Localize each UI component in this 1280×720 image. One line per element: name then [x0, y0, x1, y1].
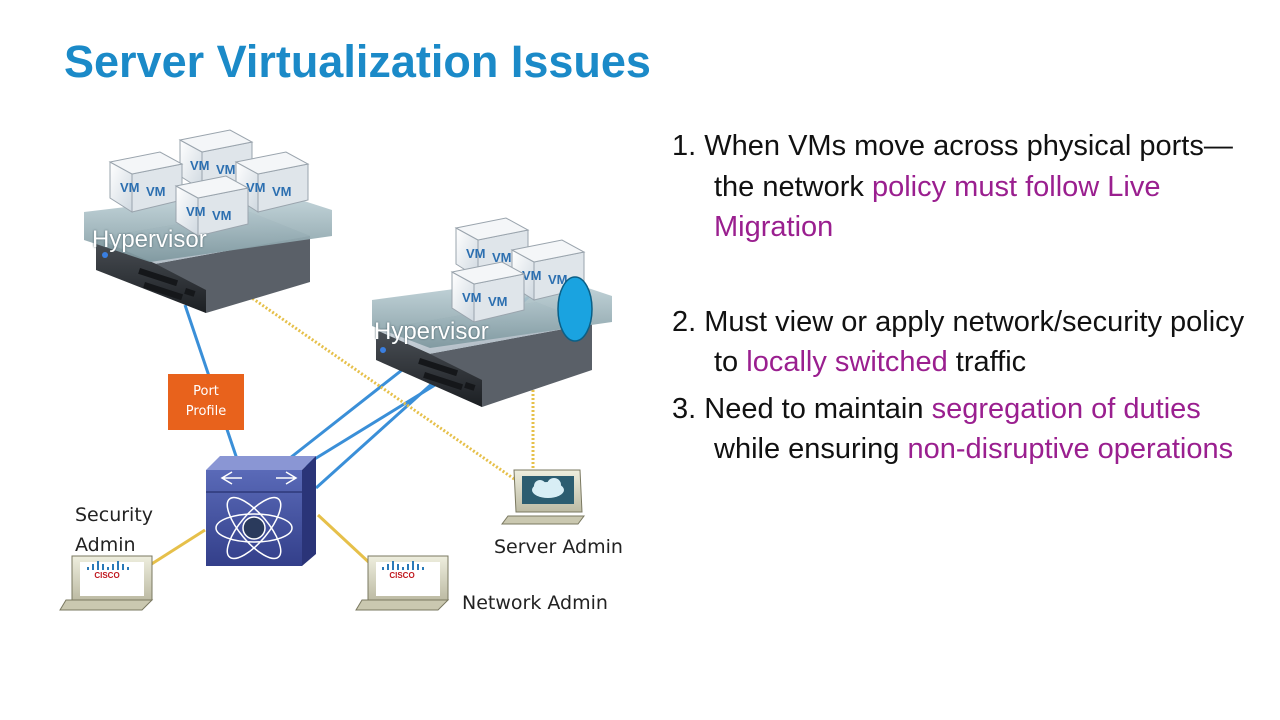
issue-3-highlight-1: segregation of duties — [931, 392, 1201, 425]
slide-title: Server Virtualization Issues — [64, 36, 651, 87]
cisco-logo-bar — [107, 567, 109, 570]
issue-2-number: 2. — [672, 305, 697, 338]
network-switch — [206, 456, 316, 566]
issue-2-highlight: locally switched — [746, 346, 948, 378]
vm-label: VM — [466, 246, 486, 261]
issues-list: 1. When VMs move across physical ports—t… — [672, 126, 1272, 470]
cisco-logo-bar — [407, 564, 409, 570]
cisco-logo-bar — [117, 561, 119, 570]
issue-3: 3. Need to maintain segregation of dutie… — [672, 389, 1272, 470]
cisco-logo-bar — [397, 564, 399, 570]
vm-label: VM — [548, 272, 568, 287]
cisco-logo-bar — [102, 564, 104, 570]
issue-1-text: When VMs move across physical ports—the … — [704, 130, 1233, 203]
hypervisor-1-label: Hypervisor — [92, 226, 207, 252]
vm-label: VM — [190, 158, 210, 173]
vm-cube: VM VM — [174, 175, 250, 237]
vm-label: VM — [146, 184, 166, 199]
issue-2: 2. Must view or apply network/security p… — [672, 302, 1272, 383]
cisco-logo-text: CISCO — [94, 571, 119, 580]
vm-label: VM — [492, 250, 512, 265]
issue-1: 1. When VMs move across physical ports—t… — [672, 126, 1272, 248]
vm-cube: VM VM — [450, 261, 526, 323]
virtual-machines: VM VM VM VM VM VM VM VM VM VM VM VM VM VM — [108, 129, 586, 323]
blue-link — [299, 383, 436, 470]
cisco-logo: CISCO — [382, 561, 424, 580]
issue-3-number: 3. — [672, 392, 697, 425]
cisco-logo-bar — [122, 564, 124, 570]
vm-label: VM — [186, 204, 206, 219]
cisco-logo-bar — [87, 567, 89, 570]
cisco-logo-bar — [412, 561, 414, 570]
port-profile-line-1: Port — [193, 384, 219, 399]
cisco-logo-bar — [112, 564, 114, 570]
hypervisor-2-label: Hypervisor — [374, 318, 489, 344]
vm-label: VM — [212, 208, 232, 223]
network-admin-computer — [355, 555, 450, 611]
cisco-logo-bar — [92, 564, 94, 570]
issue-3-highlight-2: non-disruptive operations — [907, 433, 1234, 465]
vm-label: VM — [246, 180, 266, 195]
vm-label: VM — [488, 294, 508, 309]
yellow-link — [149, 528, 206, 567]
port-profile-line-2: Profile — [185, 404, 227, 419]
issue-1-highlight: policy must follow Live Migration — [714, 170, 1161, 244]
virtual-switch-ellipse — [557, 276, 593, 342]
vm-label: VM — [120, 180, 140, 195]
vm-cube: VM VM — [234, 151, 310, 213]
issue-2-text: Must view or apply network/security poli… — [704, 305, 1245, 379]
cisco-logo-bar — [417, 564, 419, 570]
yellow-link — [235, 285, 521, 485]
vm-label: VM — [522, 268, 542, 283]
cisco-logo-bar — [97, 561, 99, 570]
yellow-link — [316, 513, 377, 570]
issue-3-text-mid: while ensuring — [714, 433, 908, 465]
server-admin-computer — [501, 469, 585, 525]
issue-1-number: 1. — [672, 130, 697, 162]
security-admin-label-line-2: Admin — [75, 534, 136, 556]
cisco-logo-bar — [392, 561, 394, 570]
cisco-logo: CISCO — [87, 561, 129, 580]
vm-label: VM — [272, 184, 292, 199]
cisco-logo-bar — [127, 567, 129, 570]
network-admin-label: Network Admin — [462, 592, 608, 614]
security-admin-label-line-1: Security — [75, 504, 154, 526]
cisco-logo-bar — [382, 567, 384, 570]
issue-3-text: Need to maintain — [704, 392, 932, 425]
server-admin-label: Server Admin — [494, 536, 623, 558]
cisco-logo-bar — [402, 567, 404, 570]
port-profile-tag: Port Profile — [168, 374, 244, 430]
cisco-logo-text: CISCO — [389, 571, 414, 580]
security-admin-computer — [59, 555, 154, 611]
vm-label: VM — [462, 290, 482, 305]
vm-label: VM — [216, 162, 236, 177]
issue-2-text-end: traffic — [947, 346, 1027, 378]
vm-cube: VM VM — [108, 151, 184, 213]
cisco-logo-bar — [387, 564, 389, 570]
cisco-logo-bar — [422, 567, 424, 570]
